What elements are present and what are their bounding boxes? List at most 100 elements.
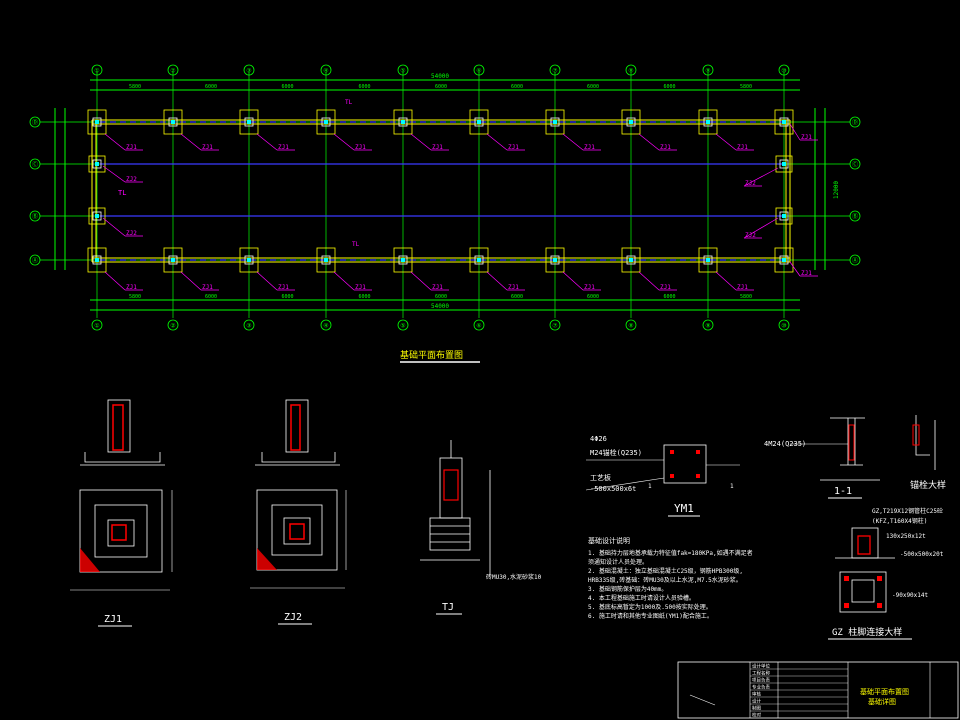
svg-text:ZJ1: ZJ1 — [432, 284, 443, 291]
svg-text:Ⓓ: Ⓓ — [852, 119, 858, 127]
bay-dim-3-top: 6000 — [281, 84, 293, 90]
footing-bottom-9 — [698, 247, 718, 273]
zj1-label-bottom-5: ZJ1 — [410, 271, 449, 291]
zj1-label-top-6: ZJ1 — [486, 133, 525, 151]
bay-dim-6-top: 6000 — [511, 84, 523, 90]
svg-text:ZJ1: ZJ1 — [355, 284, 366, 291]
bay-dim-2-top: 6000 — [205, 84, 217, 90]
footing-right-1 — [775, 155, 793, 173]
title-block-row-8: 校对 — [752, 712, 761, 719]
bay-dim-8-top: 6000 — [663, 84, 675, 90]
bay-dim-1-top: 5800 — [129, 84, 141, 90]
svg-text:ZJ1: ZJ1 — [432, 144, 443, 151]
svg-text:⑦: ⑦ — [552, 68, 557, 75]
row-axis-2-left: Ⓒ — [29, 158, 41, 170]
footing-bottom-3 — [239, 247, 259, 273]
ym1-plate-b: -500x500x6t — [590, 485, 636, 493]
title-block-row-2: 工程名称 — [752, 670, 770, 677]
svg-text:ZJ1: ZJ1 — [355, 144, 366, 151]
note-line-8: 6. 施工时请和其他专业图纸(YM1)配合施工。 — [588, 612, 713, 620]
col-axis-3-bottom: ③ — [243, 319, 255, 331]
tj-detail: 砖MU30,水泥砂浆10 TJ — [420, 440, 542, 615]
col-axis-5-bottom: ⑤ — [397, 319, 409, 331]
col-axis-4-bottom: ④ — [320, 319, 332, 331]
svg-text:Ⓐ: Ⓐ — [32, 257, 38, 265]
svg-text:①: ① — [94, 68, 99, 75]
footing-bottom-10 — [774, 247, 794, 273]
note-line-7: 5. 基底标高暂定为1000及.500按实际处理。 — [588, 603, 712, 611]
gz-title: GZ 柱脚连接大样 — [832, 626, 902, 638]
bay-dim-3-bottom: 6000 — [281, 294, 293, 300]
bay-dim-5-bottom: 6000 — [435, 294, 447, 300]
gz-note-1: GZ,T219X12钢管柱C25砼 — [872, 507, 943, 515]
note-line-4: HRB335级,砖基础：砖MU30及以上水泥,M7.5水泥砂浆。 — [588, 576, 742, 584]
zj1-label-top-1: ZJ1 — [104, 133, 143, 151]
footing-top-5 — [393, 109, 413, 135]
svg-text:ZJ2: ZJ2 — [745, 180, 756, 187]
svg-text:⑨: ⑨ — [705, 68, 710, 75]
svg-text:⑦: ⑦ — [552, 323, 557, 330]
zj1-label-top-8: ZJ1 — [638, 133, 677, 151]
plan-title: 基础平面布置图 — [400, 349, 463, 361]
plan-total-dim-top: 54000 — [431, 73, 449, 80]
ym1-title: YM1 — [674, 502, 694, 515]
note-line-3: 2. 基础混凝土：独立基础混凝土C25级，钢筋HPB300级, — [588, 567, 743, 575]
svg-text:⑥: ⑥ — [476, 68, 481, 75]
zj1-label-bottom-4: ZJ1 — [333, 271, 372, 291]
col-axis-3-top: ③ — [243, 64, 255, 76]
svg-text:ZJ1: ZJ1 — [278, 144, 289, 151]
svg-text:ZJ1: ZJ1 — [508, 284, 519, 291]
ym1-sec-mark-1: 1 — [648, 483, 652, 490]
tj-note: 砖MU30,水泥砂浆10 — [486, 573, 542, 581]
col-axis-1-bottom: ① — [91, 319, 103, 331]
ym1-spec-a: 4Φ26 — [590, 435, 607, 443]
svg-text:ZJ1: ZJ1 — [202, 144, 213, 151]
zj1-label-bottom-9: ZJ1 — [715, 271, 754, 291]
zj1-label-bottom-7: ZJ1 — [562, 271, 601, 291]
footing-top-3 — [239, 109, 259, 135]
footing-bottom-5 — [393, 247, 413, 273]
footing-top-1 — [87, 109, 107, 135]
row-axis-1-left: Ⓓ — [29, 116, 41, 128]
svg-text:ZJ1: ZJ1 — [660, 284, 671, 291]
svg-text:ZJ1: ZJ1 — [737, 144, 748, 151]
title-block-row-7: 制图 — [752, 705, 761, 712]
col-axis-4-top: ④ — [320, 64, 332, 76]
col-axis-2-top: ② — [167, 64, 179, 76]
svg-text:ZJ1: ZJ1 — [278, 284, 289, 291]
footing-bottom-2 — [163, 247, 183, 273]
svg-text:ZJ1: ZJ1 — [508, 144, 519, 151]
title-block-row-6: 设计 — [752, 698, 761, 705]
bay-dim-8-bottom: 6000 — [663, 294, 675, 300]
svg-text:ZJ1: ZJ1 — [660, 144, 671, 151]
zj1-label-right-top: ZJ1 — [789, 123, 818, 141]
svg-text:Ⓑ: Ⓑ — [32, 213, 38, 221]
col-axis-1-top: ① — [91, 64, 103, 76]
footing-left-1 — [88, 155, 106, 173]
note-line-6: 4. 本工程基础施工时请设计人员验槽。 — [588, 594, 695, 602]
section-1-1: 4M24(Q235) 1-1 — [764, 417, 880, 499]
bay-dim-2-bottom: 6000 — [205, 294, 217, 300]
gz-note-2: (KFZ,T160X4钢柱) — [872, 517, 927, 525]
gz-dim-2: -500x500x20t — [900, 551, 944, 558]
col-axis-6-top: ⑥ — [473, 64, 485, 76]
svg-text:ZJ1: ZJ1 — [126, 144, 137, 151]
col-axis-7-bottom: ⑦ — [549, 319, 561, 331]
bay-dim-9-top: 5800 — [740, 84, 752, 90]
zj1-label-right-bottom: ZJ1 — [789, 261, 818, 277]
svg-text:Ⓐ: Ⓐ — [852, 257, 858, 265]
svg-text:Ⓑ: Ⓑ — [852, 213, 858, 221]
title-block-row-5: 审核 — [752, 691, 761, 698]
bay-dim-1-bottom: 5800 — [129, 294, 141, 300]
footing-top-7 — [545, 109, 565, 135]
footing-bottom-6 — [469, 247, 489, 273]
tl-label-top: TL — [345, 99, 353, 106]
title-block-row-1: 设计单位 — [752, 663, 770, 670]
footing-bottom-1 — [87, 247, 107, 273]
svg-text:⑧: ⑧ — [628, 68, 633, 75]
anchor-detail: 锚栓大样 — [910, 415, 946, 491]
note-line-1: 1. 基础持力层地基承载力特征值fak=180KPa,如遇不满足者 — [588, 549, 753, 557]
title-block-name-1: 基础平面布置图 — [860, 687, 909, 696]
